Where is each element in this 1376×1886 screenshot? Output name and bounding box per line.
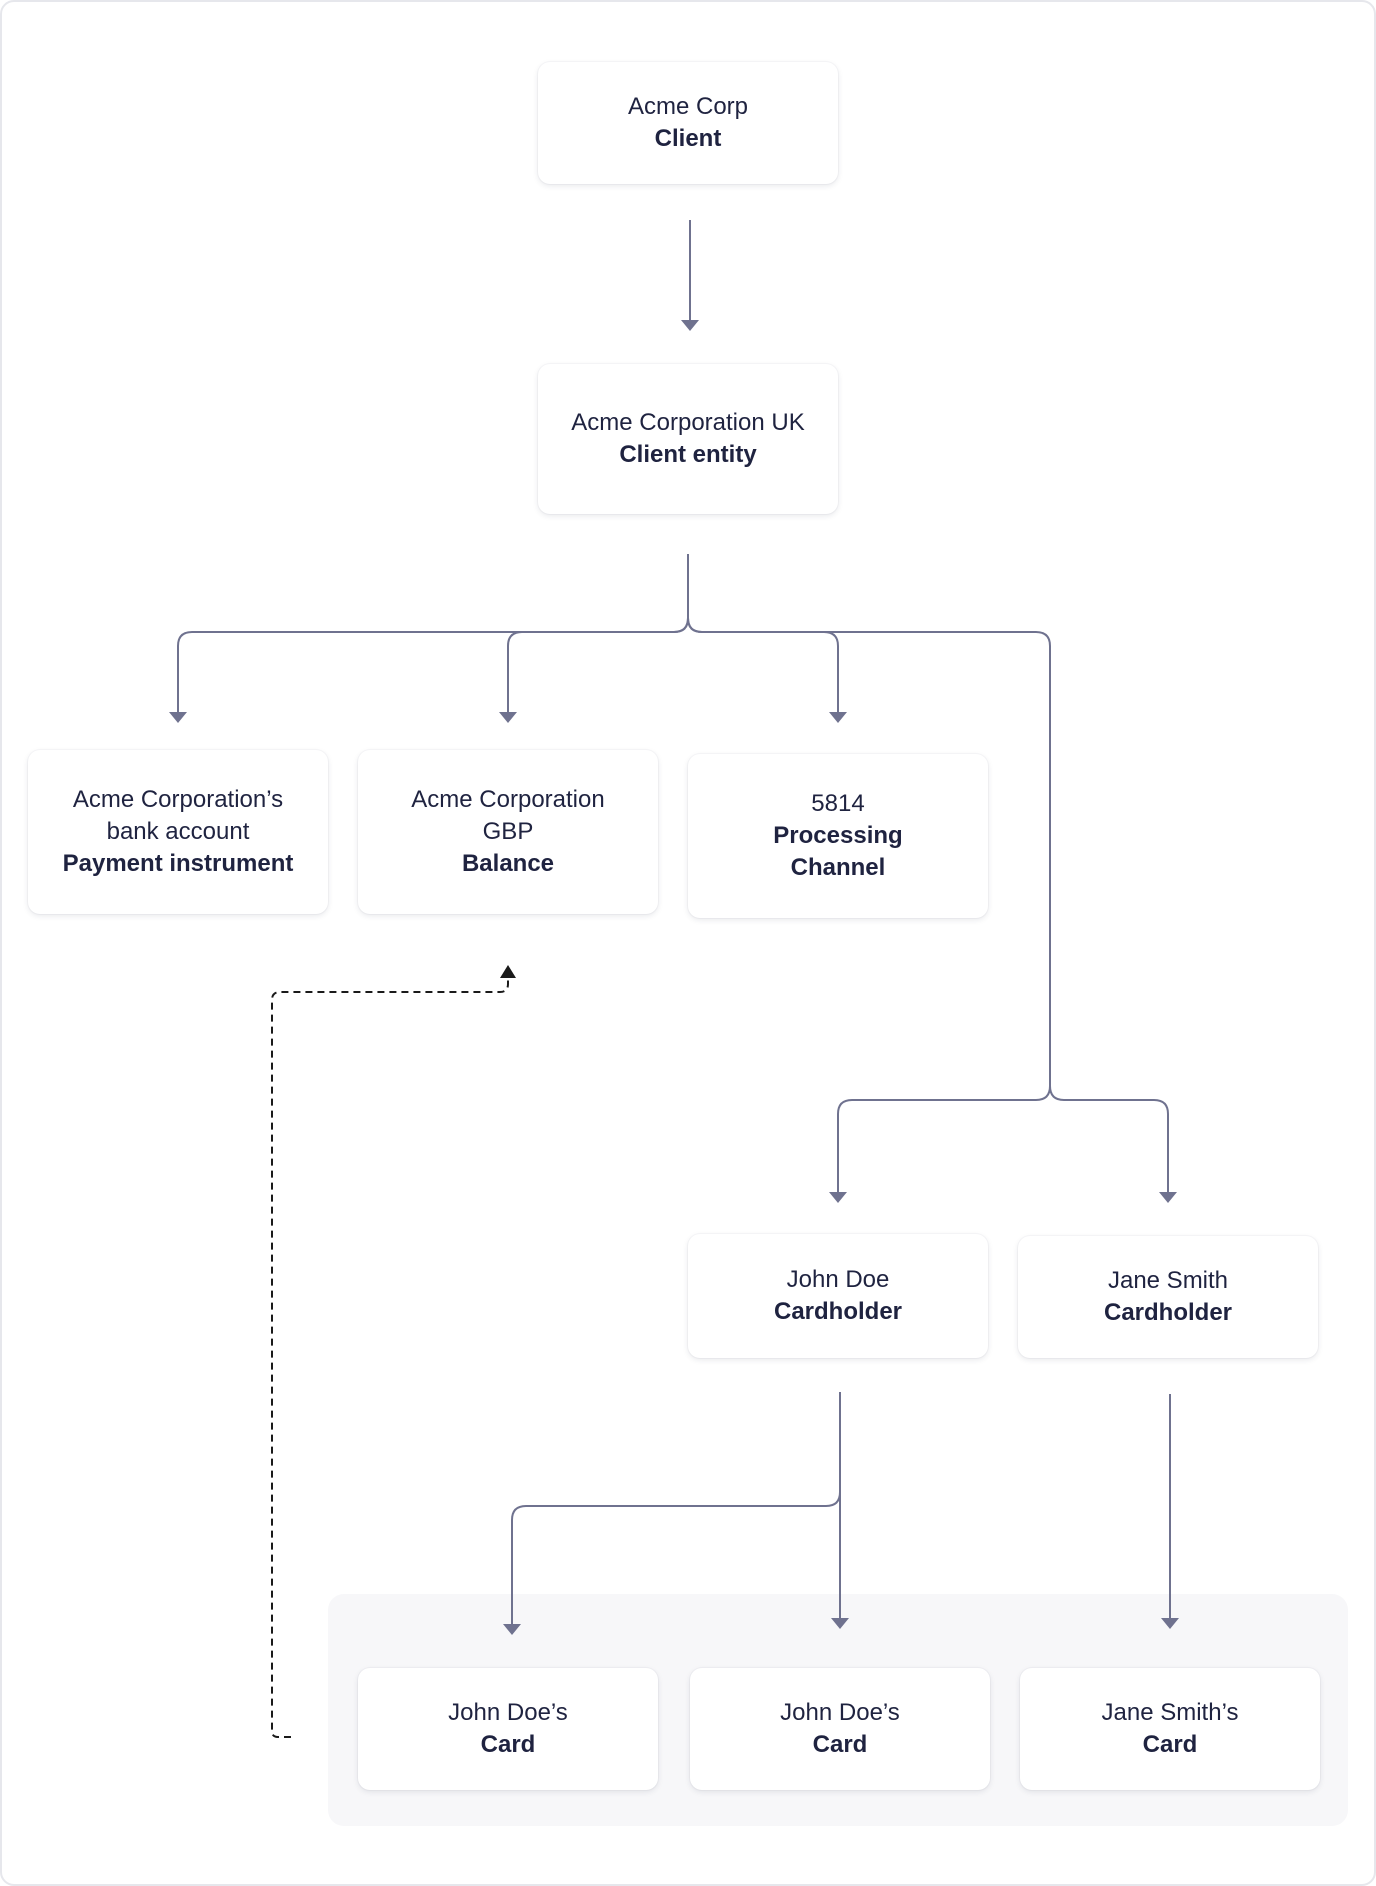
connector-to-jane (1049, 1085, 1169, 1192)
arrowhead (169, 712, 187, 723)
connector-card-to-balance-dashed (271, 972, 509, 1738)
node-card-john-2[interactable]: John Doe’s Card (690, 1668, 990, 1790)
node-role: Cardholder (1103, 1299, 1232, 1326)
node-cardholder-john[interactable]: John Doe Cardholder (688, 1234, 988, 1358)
arrowhead (681, 320, 699, 331)
node-name: John Doe (786, 1266, 890, 1293)
node-name: Acme Corporation’s bank account (72, 786, 284, 845)
node-name: 5814 (811, 790, 865, 817)
arrowhead (499, 712, 517, 723)
node-client-entity[interactable]: Acme Corporation UK Client entity (538, 364, 838, 514)
connector-john-to-card-1 (511, 1491, 841, 1624)
node-role: Client (654, 125, 722, 152)
arrowhead (831, 1618, 849, 1629)
node-name: John Doe’s (448, 1699, 568, 1726)
connector-to-cardholders (687, 617, 1051, 1086)
node-role: Card (1142, 1731, 1198, 1758)
node-role: Card (812, 1731, 868, 1758)
node-name: Acme Corp (627, 93, 749, 120)
node-balance[interactable]: Acme Corporation GBP Balance (358, 750, 658, 914)
node-card-jane[interactable]: Jane Smith’s Card (1020, 1668, 1320, 1790)
arrowhead (1159, 1192, 1177, 1203)
arrowhead (1161, 1618, 1179, 1629)
node-payment-instrument[interactable]: Acme Corporation’s bank account Payment … (28, 750, 328, 914)
node-role: Cardholder (773, 1298, 902, 1325)
node-role: Payment instrument (62, 850, 294, 877)
arrowhead (829, 1192, 847, 1203)
connector-to-balance (507, 617, 689, 712)
arrowhead (829, 712, 847, 723)
node-role: Balance (461, 850, 555, 877)
connector-to-john (837, 1085, 1051, 1192)
arrowhead (503, 1624, 521, 1635)
arrowhead-dashed (500, 965, 516, 978)
node-name: Acme Corporation GBP (411, 786, 605, 845)
node-name: John Doe’s (780, 1699, 900, 1726)
node-cardholder-jane[interactable]: Jane Smith Cardholder (1018, 1236, 1318, 1358)
node-role: Card (480, 1731, 536, 1758)
node-name: Acme Corporation UK (571, 409, 805, 436)
node-card-john-1[interactable]: John Doe’s Card (358, 1668, 658, 1790)
node-role: Client entity (619, 441, 757, 468)
node-processing-channel[interactable]: 5814 Processing Channel (688, 754, 988, 918)
node-name: Jane Smith’s (1101, 1699, 1239, 1726)
node-name: Jane Smith (1107, 1267, 1229, 1294)
node-client[interactable]: Acme Corp Client (538, 62, 838, 184)
node-role: Processing Channel (773, 822, 903, 881)
